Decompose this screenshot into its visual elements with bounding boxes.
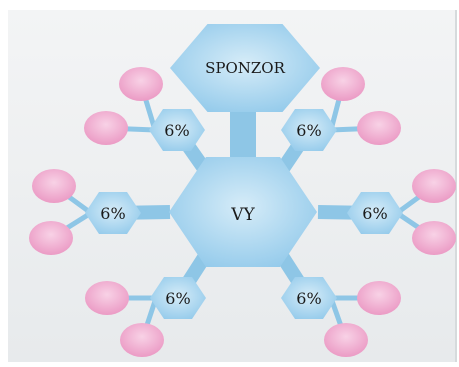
sponsor-hexagon [170,24,320,112]
member-circle-bottom-right-1 [357,281,401,315]
branch-label-top-right: 6% [296,121,321,140]
member-circle-middle-right-2 [412,221,456,255]
center-hexagon [169,157,317,267]
branch-hexagon-middle-left [85,192,141,234]
branch-hexagon-bottom-right [281,277,337,319]
branch-label-middle-right: 6% [362,204,387,223]
branch-hexagon-bottom-left [150,277,206,319]
branch-hexagon-top-right [281,109,337,151]
member-circle-top-left-2 [84,111,128,145]
member-circle-top-right-2 [357,111,401,145]
member-circle-middle-left-2 [29,221,73,255]
member-circle-bottom-right-2 [324,323,368,357]
member-circle-top-left-1 [119,67,163,101]
branch-label-top-left: 6% [164,121,189,140]
branch-hexagon-middle-right [347,192,403,234]
member-circle-middle-left-1 [32,169,76,203]
branch-hexagon-top-left [149,109,205,151]
member-circle-top-right-1 [321,67,365,101]
center-label: VY [230,205,255,225]
branch-label-middle-left: 6% [100,204,125,223]
member-circles [29,67,456,357]
branch-label-bottom-left: 6% [165,289,190,308]
member-circle-middle-right-1 [412,169,456,203]
member-circle-bottom-left-2 [120,323,164,357]
member-circle-bottom-left-1 [85,281,129,315]
branch-group: 6% 6% 6% 6% 6% 6% [85,109,403,319]
sponsor-connector [230,108,256,158]
sponsor-label: SPONZOR [205,59,286,77]
branch-label-bottom-right: 6% [296,289,321,308]
